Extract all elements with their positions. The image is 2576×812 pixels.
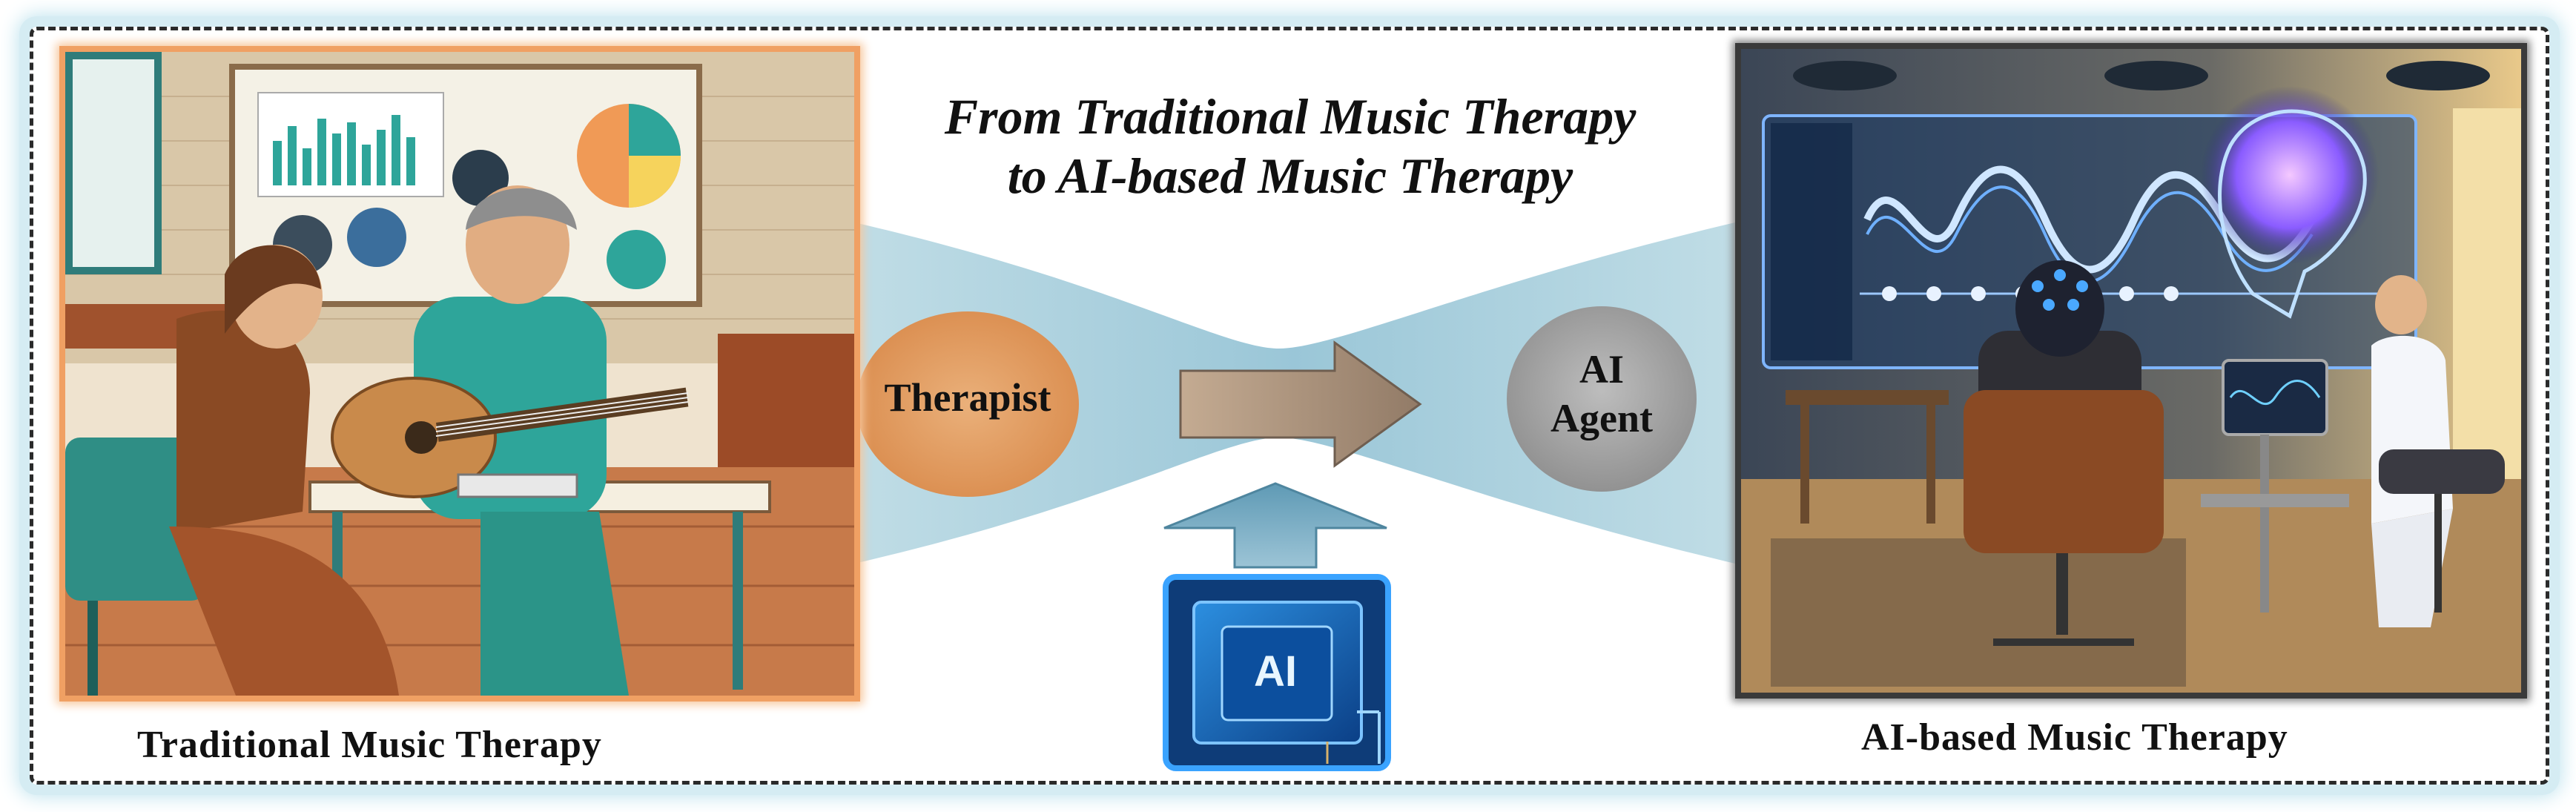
therapist-node: [856, 311, 1079, 497]
arrow-right-icon: [1179, 340, 1422, 468]
ai-therapy-caption: AI-based Music Therapy: [1861, 716, 2288, 759]
ai-therapy-illustration: [1735, 43, 2527, 699]
traditional-therapy-illustration: [59, 46, 860, 702]
ai-agent-label-line-2: Agent: [1550, 396, 1653, 440]
ai-chip-label: AI: [1254, 647, 1297, 696]
arrow-up-icon: [1163, 482, 1387, 569]
traditional-therapy-caption: Traditional Music Therapy: [137, 724, 602, 766]
ai-agent-node: [1507, 306, 1697, 492]
figure-title-line-1: From Traditional Music Therapy: [944, 88, 1637, 145]
ai-chip-icon: [1163, 574, 1391, 771]
therapist-label: Therapist: [884, 375, 1051, 420]
figure-title-line-2: to AI-based Music Therapy: [1007, 148, 1573, 204]
therapy-room-scene: [65, 52, 854, 696]
ai-agent-label-line-1: AI: [1579, 347, 1624, 392]
ai-agent-label: AI Agent: [1513, 345, 1691, 443]
ai-room-scene: [1741, 49, 2521, 693]
